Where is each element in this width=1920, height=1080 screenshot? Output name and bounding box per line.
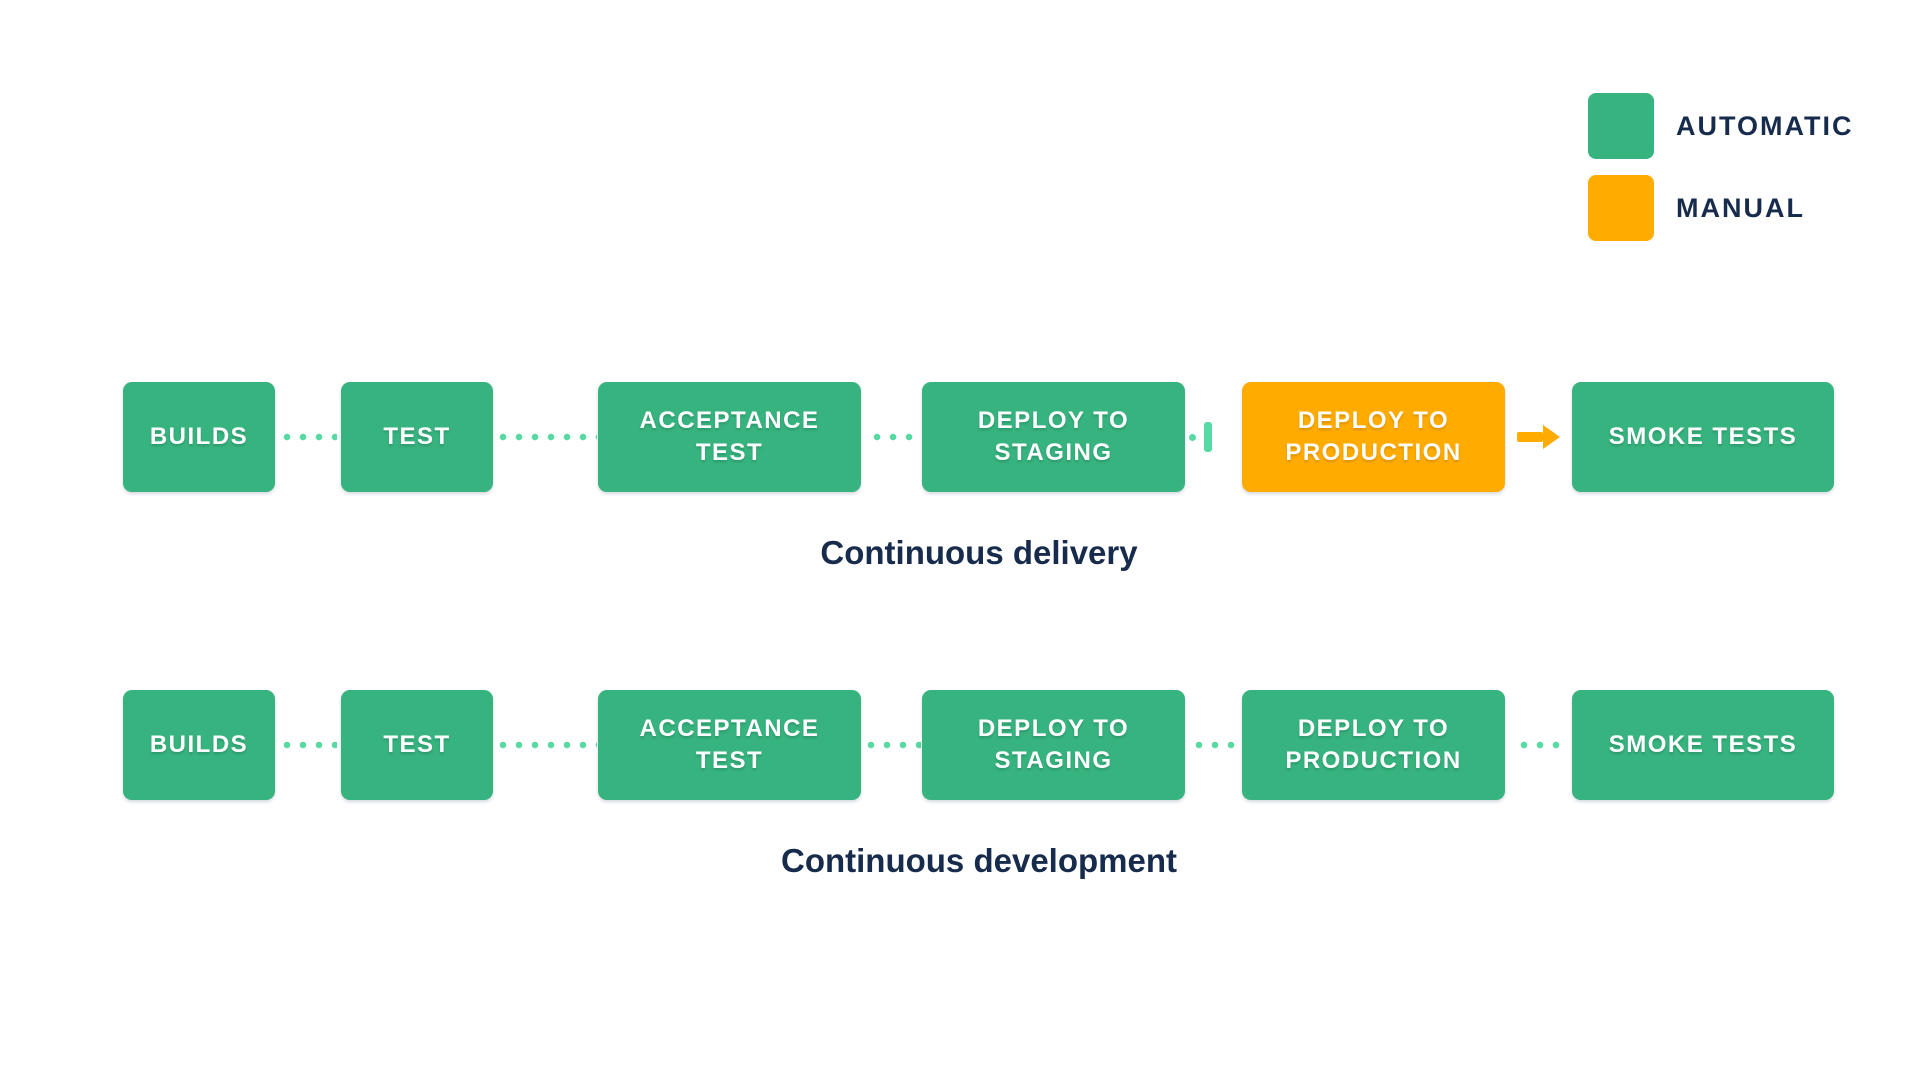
- connector-manual-arrow: [1505, 382, 1572, 492]
- pipeline-continuous-development: BUILDS TEST ACCEPTANCE TEST DEPLOY TO ST…: [123, 690, 1835, 880]
- legend-label-automatic: AUTOMATIC: [1676, 110, 1854, 141]
- stage-label: ACCEPTANCE TEST: [639, 714, 820, 774]
- right-arrow-icon: [1517, 425, 1560, 449]
- stage-smoke-tests: SMOKE TESTS: [1572, 382, 1834, 492]
- connector-dotted: [1505, 690, 1572, 800]
- stage-label: DEPLOY TO STAGING: [977, 406, 1130, 466]
- legend-label-manual: MANUAL: [1676, 192, 1805, 223]
- gate-dot-icon: [1189, 433, 1196, 441]
- connector-dotted: [1185, 690, 1242, 800]
- dotted-line-icon: [862, 741, 921, 749]
- pipeline-continuous-delivery: BUILDS TEST ACCEPTANCE TEST DEPLOY TO ST…: [123, 382, 1835, 572]
- stage-smoke-tests: SMOKE TESTS: [1572, 690, 1834, 800]
- stage-label: SMOKE TESTS: [1608, 422, 1798, 450]
- dotted-line-icon: [494, 741, 597, 749]
- connector-dotted: [493, 690, 598, 800]
- connector-dotted: [275, 382, 341, 492]
- dotted-line-icon: [494, 433, 597, 441]
- stage-acceptance-test: ACCEPTANCE TEST: [598, 690, 861, 800]
- pipeline-flow: BUILDS TEST ACCEPTANCE TEST DEPLOY TO ST…: [123, 690, 1835, 800]
- legend-item-automatic: AUTOMATIC: [1588, 93, 1853, 159]
- stage-deploy-to-production: DEPLOY TO PRODUCTION: [1242, 382, 1505, 492]
- legend-item-manual: MANUAL: [1588, 175, 1853, 241]
- stage-label: DEPLOY TO PRODUCTION: [1285, 714, 1462, 774]
- dotted-line-icon: [279, 433, 337, 441]
- pause-bar-icon: [1204, 422, 1212, 452]
- stage-label: DEPLOY TO STAGING: [977, 714, 1130, 774]
- stage-builds: BUILDS: [123, 690, 275, 800]
- connector-dotted: [861, 690, 922, 800]
- stage-deploy-to-staging: DEPLOY TO STAGING: [922, 382, 1185, 492]
- stage-test: TEST: [341, 382, 493, 492]
- stage-deploy-to-production: DEPLOY TO PRODUCTION: [1242, 690, 1505, 800]
- caption-continuous-delivery: Continuous delivery: [820, 534, 1138, 571]
- dotted-line-icon: [1516, 741, 1561, 749]
- stage-deploy-to-staging: DEPLOY TO STAGING: [922, 690, 1185, 800]
- pipeline-flow: BUILDS TEST ACCEPTANCE TEST DEPLOY TO ST…: [123, 382, 1835, 492]
- automatic-color-swatch: [1588, 93, 1654, 159]
- legend: AUTOMATIC MANUAL: [1588, 93, 1853, 257]
- stage-builds: BUILDS: [123, 382, 275, 492]
- caption-continuous-development: Continuous development: [781, 842, 1177, 879]
- connector-dotted: [493, 382, 598, 492]
- stage-label: TEST: [383, 422, 451, 450]
- stage-test: TEST: [341, 690, 493, 800]
- dotted-line-icon: [279, 741, 337, 749]
- dotted-line-icon: [1191, 741, 1236, 749]
- connector-dotted: [275, 690, 341, 800]
- dotted-line-icon: [869, 433, 914, 441]
- connector-manual-gate: [1185, 382, 1242, 492]
- stage-label: SMOKE TESTS: [1608, 730, 1798, 758]
- stage-label: DEPLOY TO PRODUCTION: [1285, 406, 1462, 466]
- stage-label: TEST: [383, 730, 451, 758]
- stage-acceptance-test: ACCEPTANCE TEST: [598, 382, 861, 492]
- manual-color-swatch: [1588, 175, 1654, 241]
- connector-dotted: [861, 382, 922, 492]
- stage-label: ACCEPTANCE TEST: [639, 406, 820, 466]
- stage-label: BUILDS: [149, 730, 249, 758]
- stage-label: BUILDS: [149, 422, 249, 450]
